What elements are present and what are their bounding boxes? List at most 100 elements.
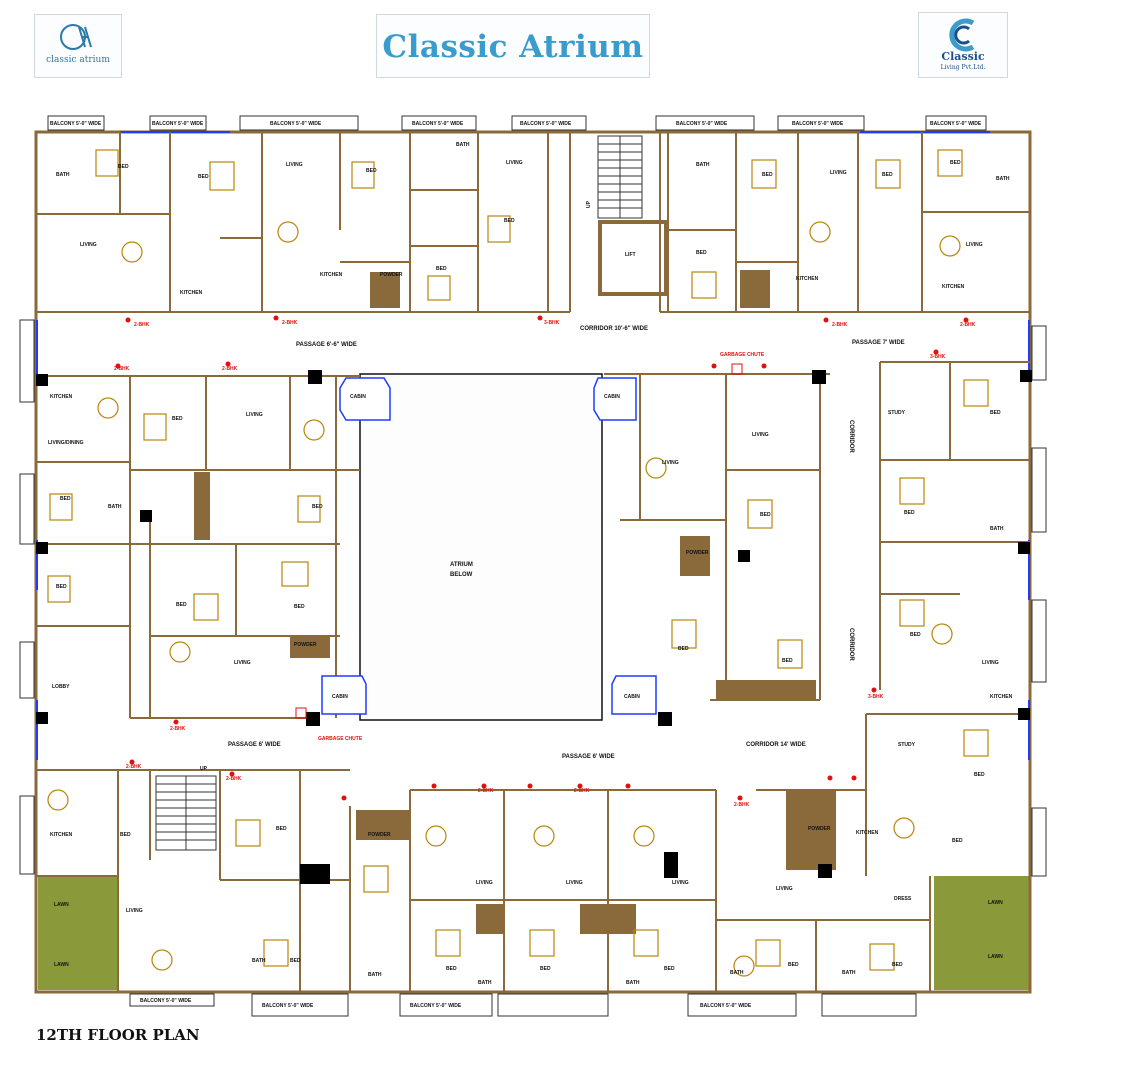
room-label: BATH [478, 980, 492, 986]
passage-top-left-label: PASSAGE 6'-6" WIDE [296, 342, 357, 348]
right-logo-subtext: Living Pvt.Ltd. [940, 64, 986, 71]
unit-type-label: 2-BHK [114, 366, 130, 372]
balcony-label: BALCONY 5'-0" WIDE [520, 121, 572, 127]
room-label: KITCHEN [50, 832, 73, 838]
room-label: POWDER [368, 832, 391, 838]
room-label: BATH [626, 980, 640, 986]
room-label: BATH [368, 972, 382, 978]
unit-type-label: 3-BHK [544, 320, 560, 326]
balcony-label: BALCONY 5'-0" WIDE [410, 1003, 462, 1009]
wardrobes [194, 270, 836, 934]
corridor-top-label: CORRIDOR 10'-6" WIDE [580, 326, 648, 332]
lift-shaft [598, 220, 668, 296]
room-label: STUDY [898, 742, 916, 748]
room-label: BED [892, 962, 903, 968]
right-logo-text: Classic [941, 50, 985, 63]
room-label: BED [436, 266, 447, 272]
passage-mid-center-label: PASSAGE 6' WIDE [562, 754, 615, 760]
balcony-label: BALCONY 5'-0" WIDE [412, 121, 464, 127]
title-banner: Classic Atrium [376, 14, 650, 78]
cabins [321, 377, 657, 715]
garbage-chute-label: GARBAGE CHUTE [318, 736, 363, 742]
garbage-chute-icon [731, 363, 743, 375]
room-label: BATH [696, 162, 710, 168]
room-label: BATH [996, 176, 1010, 182]
lawn-right [934, 876, 1030, 990]
balcony-label: BALCONY 5'-0" WIDE [262, 1003, 314, 1009]
room-label: BED [172, 416, 183, 422]
room-label: POWDER [686, 550, 709, 556]
corridor-right-label-b: CORRIDOR [848, 628, 854, 661]
room-label: BED [56, 584, 67, 590]
cabin-label: CABIN [604, 394, 620, 400]
room-label: LIVING [506, 160, 523, 166]
unit-type-label: 3-BHK [868, 694, 884, 700]
room-label: BED [176, 602, 187, 608]
room-label: LIVING/DINING [48, 440, 84, 446]
room-label: BED [882, 172, 893, 178]
lawn-label: LAWN [54, 962, 69, 968]
unit-type-label: 2-BHK [226, 776, 242, 782]
room-label: BED [366, 168, 377, 174]
stair-up-label: UP [200, 766, 208, 772]
room-label: BATH [252, 958, 266, 964]
room-label: BED [760, 512, 771, 518]
left-logo-text: classic atrium [46, 55, 110, 65]
balconies-bottom [129, 993, 917, 1017]
balcony-label: BALCONY 5'-0" WIDE [930, 121, 982, 127]
room-label: POWDER [808, 826, 831, 832]
beds [47, 149, 989, 971]
room-label: LIVING [982, 660, 999, 666]
page-title: Classic Atrium [382, 29, 644, 65]
garbage-chute-icon [295, 707, 307, 719]
columns [36, 370, 1032, 884]
unit-type-label: 2-BHK [832, 322, 848, 328]
unit-type-labels: 2-BHK 2-BHK 3-BHK 2-BHK 2-BHK 2-BHK 2-BH… [114, 320, 976, 808]
corridor-right-label-a: CORRIDOR [848, 420, 854, 453]
room-label: BED [788, 962, 799, 968]
room-label: LIVING [830, 170, 847, 176]
balcony-label: BALCONY 5'-0" WIDE [270, 121, 322, 127]
room-label: LIVING [246, 412, 263, 418]
room-label: BED [276, 826, 287, 832]
room-label: BED [950, 160, 961, 166]
room-label: BED [60, 496, 71, 502]
balcony-label: BALCONY 5'-0" WIDE [676, 121, 728, 127]
room-label: BED [504, 218, 515, 224]
atrium-label-below: BELOW [450, 572, 473, 578]
unit-type-label: 2-BHK [960, 322, 976, 328]
lawn-label: LAWN [988, 900, 1003, 906]
garbage-chute-label: GARBAGE CHUTE [720, 352, 765, 358]
balcony-label: BALCONY 5'-0" WIDE [50, 121, 102, 127]
room-label: BED [974, 772, 985, 778]
dining-tables [47, 221, 961, 977]
unit-type-label: 2-BHK [574, 788, 590, 794]
room-label: BATH [56, 172, 70, 178]
room-label: LIVING [672, 880, 689, 886]
room-label: BATH [730, 970, 744, 976]
room-label: BED [118, 164, 129, 170]
unit-type-label: 2-BHK [478, 788, 494, 794]
room-label: LIVING [752, 432, 769, 438]
unit-type-label: 3-BHK [930, 354, 946, 360]
left-wing-walls [36, 375, 360, 719]
room-label: BED [952, 838, 963, 844]
room-label: LOBBY [52, 684, 70, 690]
room-label: KITCHEN [180, 290, 203, 296]
lawn-label: LAWN [54, 902, 69, 908]
room-label: KITCHEN [942, 284, 965, 290]
room-label: KITCHEN [50, 394, 73, 400]
classic-atrium-logo: classic atrium [34, 14, 122, 78]
stair-up-label: UP [586, 200, 592, 208]
unit-type-label: 2-BHK [134, 322, 150, 328]
room-label: DRESS [894, 896, 912, 902]
classic-c-icon [949, 18, 975, 52]
unit-type-label: 2-BHK [222, 366, 238, 372]
unit-type-label: 2-BHK [126, 764, 142, 770]
cabin-label: CABIN [624, 694, 640, 700]
room-label: LIVING [476, 880, 493, 886]
atrium-label: ATRIUM [450, 562, 473, 568]
room-label: BED [904, 510, 915, 516]
room-label: LIVING [80, 242, 97, 248]
room-label: POWDER [380, 272, 403, 278]
